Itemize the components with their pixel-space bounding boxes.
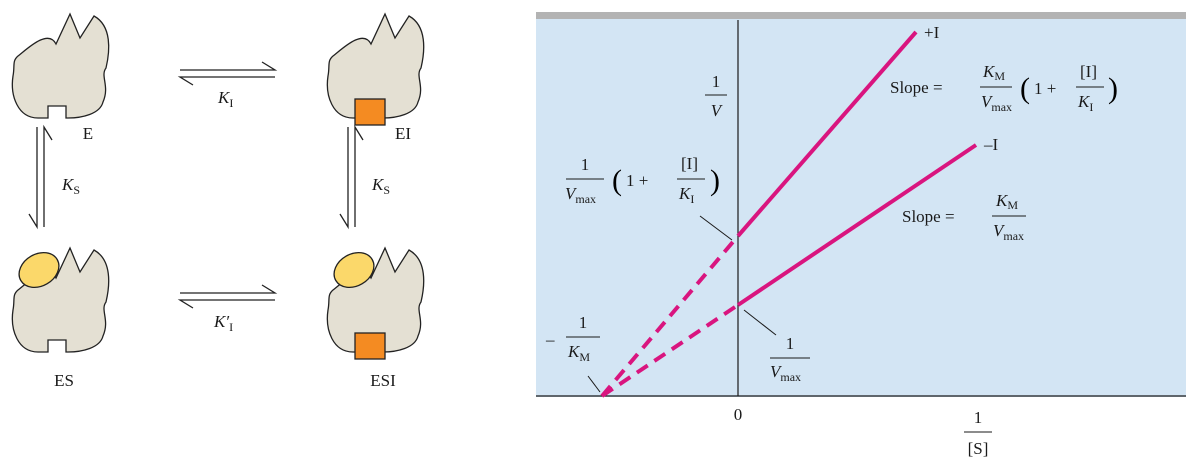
svg-text:[I]: [I] bbox=[1080, 62, 1097, 81]
svg-text:1: 1 bbox=[974, 408, 983, 427]
origin-tick: 0 bbox=[734, 405, 743, 424]
enzyme-e-shape bbox=[11, 13, 110, 119]
svg-text:(: ( bbox=[1020, 72, 1030, 105]
plot-background bbox=[536, 12, 1186, 397]
y-axis-label: 1 V bbox=[705, 72, 727, 120]
tag-plus-i: +I bbox=[924, 23, 940, 42]
svg-text:KI: KI bbox=[678, 184, 694, 206]
enzyme-ei-shape bbox=[326, 13, 425, 126]
constant-ks-right: KS bbox=[371, 175, 390, 197]
slope-label-uninhibited: Slope = KM Vmax bbox=[902, 191, 1026, 243]
substrate-blob bbox=[18, 251, 60, 289]
tag-minus-i: –I bbox=[983, 135, 999, 154]
lineweaver-burk-plot: 1 V 1 [S] 0 +I –I Slope = KM Vmax ( 1 bbox=[536, 12, 1186, 458]
svg-text:KM: KM bbox=[982, 62, 1005, 83]
equilibrium-arrow-right bbox=[339, 124, 364, 230]
reaction-scheme: E EI ES ESI KI bbox=[11, 13, 425, 390]
svg-text:): ) bbox=[710, 164, 720, 197]
inhibitor-block bbox=[354, 332, 386, 360]
slope-label-inhibited: Slope = KM Vmax ( 1 + [I] KI ) bbox=[890, 62, 1118, 114]
svg-text:1: 1 bbox=[581, 155, 590, 174]
constant-ki-prime: K′I bbox=[213, 312, 233, 334]
svg-text:1 +: 1 + bbox=[626, 171, 648, 190]
equilibrium-arrow-left bbox=[28, 124, 53, 230]
label-ei: EI bbox=[395, 124, 411, 143]
equilibrium-arrow-bottom bbox=[177, 284, 278, 309]
svg-text:Vmax: Vmax bbox=[981, 92, 1012, 114]
svg-text:(: ( bbox=[612, 164, 622, 197]
svg-text:KM: KM bbox=[995, 191, 1018, 212]
constant-ks-left: KS bbox=[61, 175, 80, 197]
constant-ki: KI bbox=[217, 88, 233, 110]
svg-text:KI: KI bbox=[1077, 92, 1093, 114]
label-e: E bbox=[83, 124, 93, 143]
line-inhibited bbox=[736, 30, 918, 238]
x-axis-label: 1 [S] bbox=[964, 408, 992, 458]
label-esi: ESI bbox=[370, 371, 396, 390]
svg-text:1: 1 bbox=[579, 313, 588, 332]
svg-text:Slope =: Slope = bbox=[902, 207, 955, 226]
line-inhibited-extrapolation bbox=[600, 234, 740, 398]
svg-text:1: 1 bbox=[786, 334, 795, 353]
svg-text:Slope =: Slope = bbox=[890, 78, 943, 97]
y-intercept-inhibited-label: 1 Vmax ( 1 + [I] KI ) bbox=[565, 154, 720, 206]
inhibitor-block bbox=[354, 98, 386, 126]
line-uninhibited bbox=[736, 143, 978, 307]
svg-text:1: 1 bbox=[712, 72, 721, 91]
svg-text:Vmax: Vmax bbox=[565, 184, 596, 206]
leader-y-intercept-uninhibited bbox=[743, 309, 777, 336]
svg-text:1 +: 1 + bbox=[1034, 79, 1056, 98]
plot-top-band bbox=[536, 12, 1186, 19]
equilibrium-arrow-top bbox=[177, 61, 278, 86]
leader-x-intercept bbox=[587, 375, 601, 393]
enzyme-esi-shape bbox=[326, 247, 425, 360]
svg-text:Vmax: Vmax bbox=[770, 362, 801, 384]
svg-text:KM: KM bbox=[567, 342, 590, 364]
y-intercept-uninhibited-label: 1 Vmax bbox=[770, 334, 810, 384]
substrate-blob bbox=[333, 251, 375, 289]
leader-y-intercept-inhibited bbox=[699, 215, 733, 241]
line-uninhibited-extrapolation bbox=[600, 303, 740, 398]
svg-text:V: V bbox=[711, 101, 724, 120]
svg-text:[S]: [S] bbox=[968, 439, 989, 458]
svg-text:Vmax: Vmax bbox=[993, 221, 1024, 243]
enzyme-es-shape bbox=[11, 247, 110, 353]
svg-text:–: – bbox=[545, 330, 555, 349]
svg-text:): ) bbox=[1108, 72, 1118, 105]
svg-text:[I]: [I] bbox=[681, 154, 698, 173]
x-intercept-label: – 1 KM bbox=[545, 313, 600, 364]
label-es: ES bbox=[54, 371, 74, 390]
